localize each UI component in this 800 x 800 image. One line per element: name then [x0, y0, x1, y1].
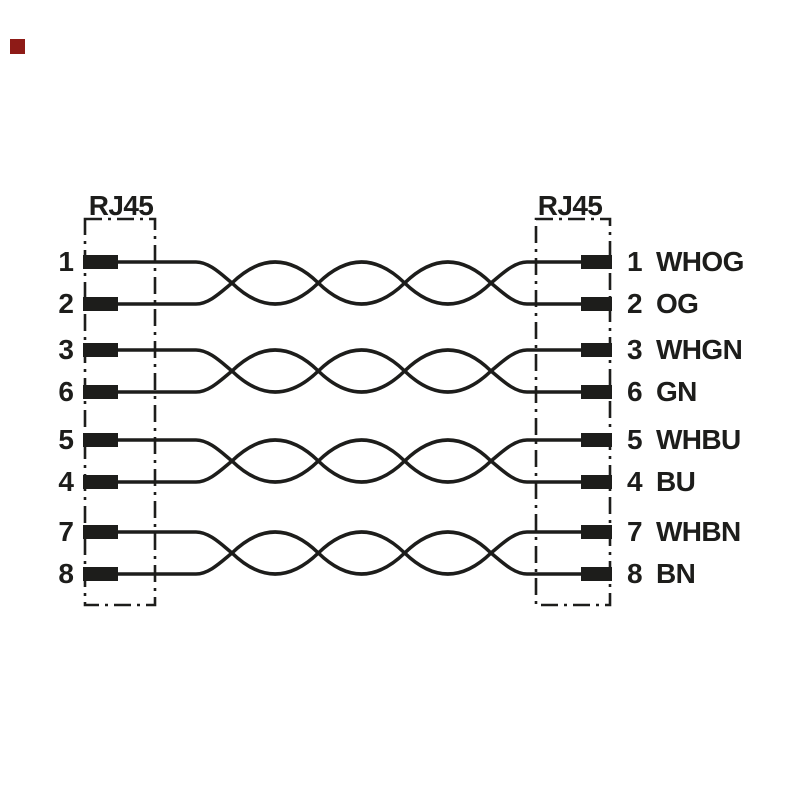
left-pin-number: 1: [58, 246, 74, 277]
connector-outline-right: [534, 217, 612, 607]
right-pin-label: 7 WHBN: [627, 518, 741, 546]
wire-color-code: WHOG: [655, 246, 744, 277]
connector-outline-left: [83, 217, 157, 607]
right-pin-number: 2: [627, 288, 643, 319]
pin-block-right: [581, 385, 612, 399]
pin-block-right: [581, 343, 612, 357]
right-pin-number: 1: [627, 246, 643, 277]
pin-block-right: [581, 255, 612, 269]
left-pin-number: 5: [58, 424, 74, 455]
left-pin-number: 3: [58, 334, 74, 365]
left-pin-number: 8: [58, 558, 74, 589]
pin-block-right: [581, 297, 612, 311]
pin-block-left: [83, 433, 118, 447]
brand-mark: [10, 39, 25, 54]
wire-color-code: WHBN: [655, 516, 741, 547]
left-pin-number: 6: [58, 376, 74, 407]
right-pin-number: 8: [627, 558, 643, 589]
wire-color-code: OG: [655, 288, 699, 319]
right-pin-label: 2 OG: [627, 288, 699, 319]
pin-block-right: [581, 475, 612, 489]
twisted-pair-wire: [114, 260, 583, 306]
right-pin-label: 4 BU: [627, 466, 696, 497]
wire-color-code: WHGN: [655, 334, 743, 365]
twisted-pair-wire: [114, 530, 583, 576]
pin-block-left: [83, 255, 118, 269]
pin-block-left: [83, 567, 118, 581]
wire-color-code: WHBU: [655, 424, 741, 455]
right-pin-number: 7: [627, 516, 643, 547]
left-pin-number: 7: [58, 516, 74, 547]
pin-block-left: [83, 297, 118, 311]
pin-block-left: [83, 475, 118, 489]
left-pin-number: 4: [58, 466, 74, 497]
pin-block-left: [83, 385, 118, 399]
pin-block-right: [581, 433, 612, 447]
right-pin-number: 5: [627, 424, 643, 455]
right-pin-label: 1 WHOG: [627, 248, 744, 276]
right-pin-label: 8 BN: [627, 558, 696, 589]
left-pin-number: 2: [58, 288, 74, 319]
left-connector-title: RJ45: [88, 190, 154, 221]
pin-block-left: [83, 525, 118, 539]
wire-color-code: BN: [655, 558, 696, 589]
pin-block-right: [581, 567, 612, 581]
twisted-pair-wire: [114, 348, 583, 394]
twisted-pair-wire: [114, 438, 583, 484]
wire-color-code: BU: [655, 466, 696, 497]
pin-block-left: [83, 343, 118, 357]
right-pin-label: 3 WHGN: [627, 334, 743, 365]
right-connector-title: RJ45: [537, 190, 603, 221]
pin-block-right: [581, 525, 612, 539]
right-pin-number: 3: [627, 334, 643, 365]
right-pin-number: 6: [627, 376, 643, 407]
right-pin-label: 6 GN: [627, 378, 697, 406]
right-pin-label: 5 WHBU: [627, 426, 741, 454]
right-pin-number: 4: [627, 466, 643, 497]
wire-color-code: GN: [655, 376, 697, 407]
